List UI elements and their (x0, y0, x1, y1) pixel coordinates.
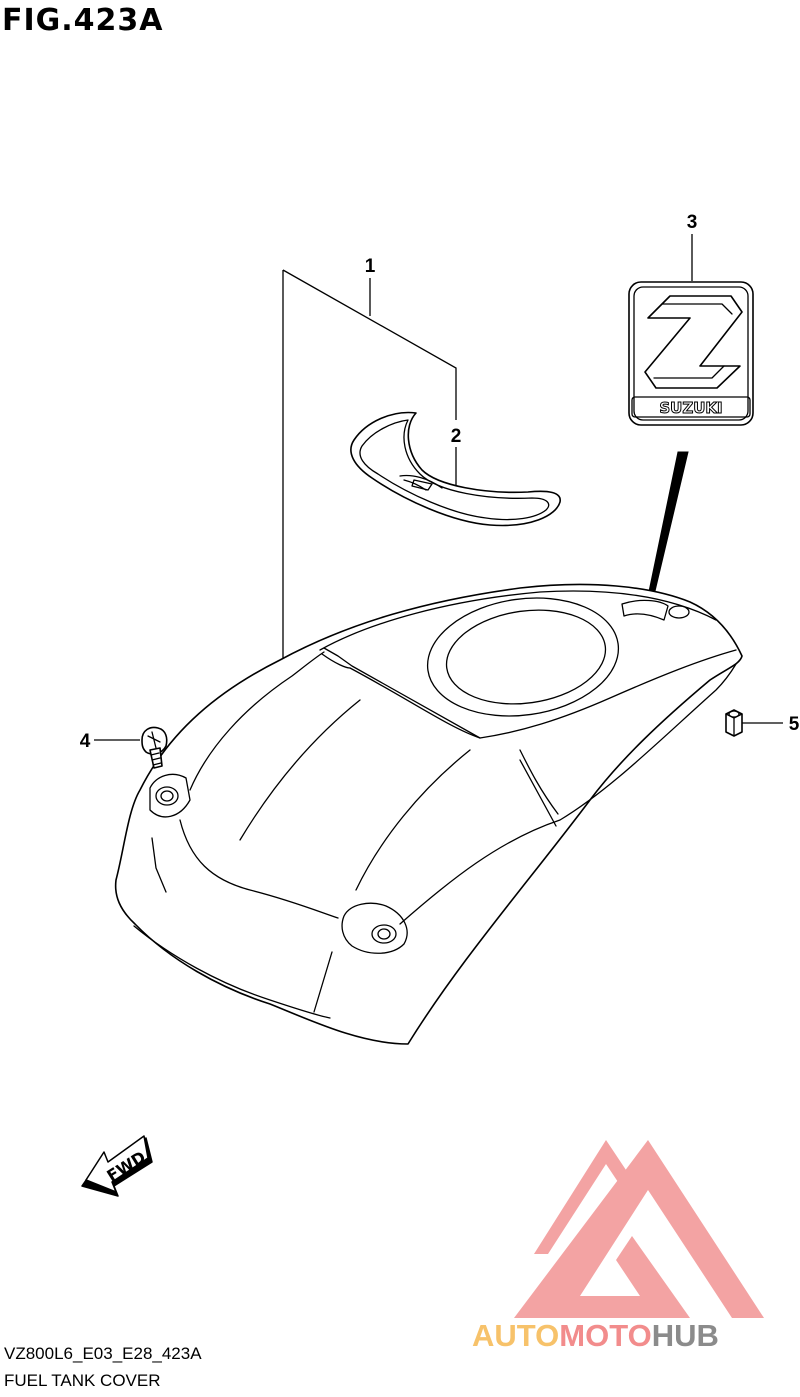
forward-direction-arrow: FWD (81, 1135, 153, 1197)
callout-2-number: 2 (451, 426, 462, 447)
watermark-moto: MOTO (559, 1318, 651, 1353)
fuel-tank-cover (114, 583, 743, 1045)
watermark-hub: HUB (652, 1318, 719, 1353)
automotohub-watermark: AUTOMOTOHUB (472, 1140, 764, 1353)
cover-pad (350, 411, 561, 527)
emblem-placement-pointer (645, 451, 689, 609)
watermark-triangle-logo-icon (514, 1140, 764, 1318)
callout-3-number: 3 (687, 212, 698, 233)
screw (141, 726, 168, 769)
callout-4-number: 4 (80, 731, 91, 752)
emblem-text: SUZUKI (659, 399, 722, 417)
callout-5-number: 5 (789, 714, 800, 735)
figure-code: VZ800L6_E03_E28_423A (4, 1344, 202, 1363)
svg-text:AUTOMOTOHUB: AUTOMOTOHUB (472, 1318, 719, 1353)
callout-1-leader (282, 269, 457, 662)
figure-caption: FUEL TANK COVER (4, 1371, 161, 1390)
suzuki-emblem: SUZUKI (628, 281, 754, 426)
watermark-auto: AUTO (472, 1318, 559, 1353)
nut (725, 709, 743, 737)
suzuki-s-logo-icon (644, 295, 743, 389)
callout-1-number: 1 (365, 256, 376, 277)
figure-title: FIG.423A (2, 3, 164, 38)
